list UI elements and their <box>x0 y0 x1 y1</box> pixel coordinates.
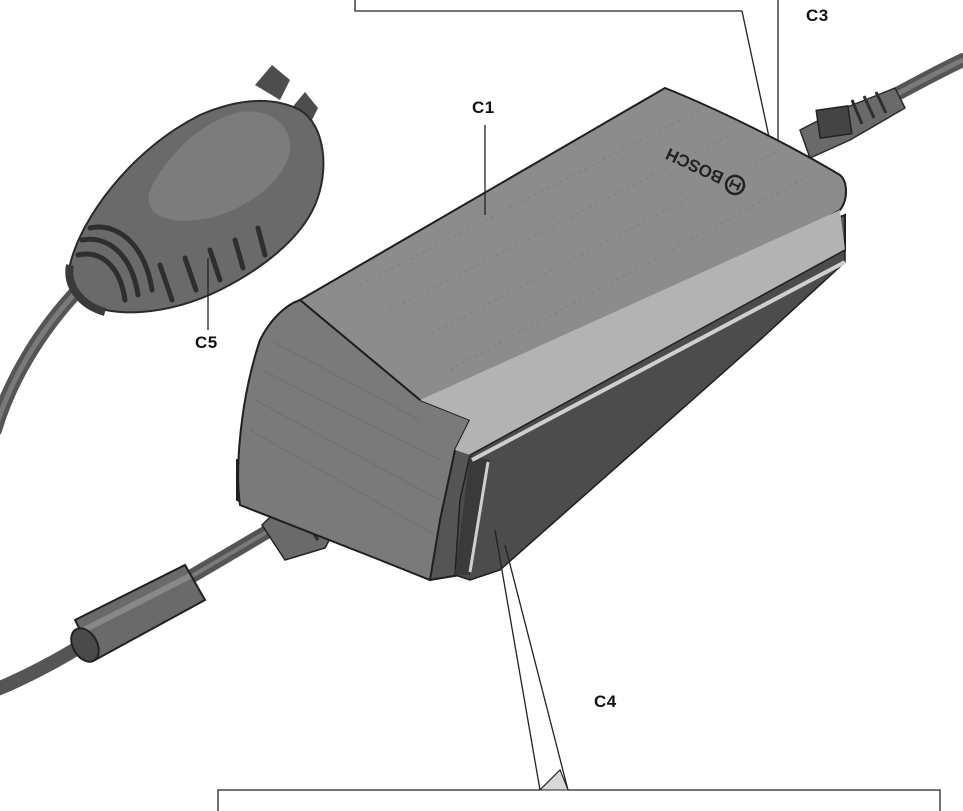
input-cable <box>0 487 347 696</box>
charger-body <box>236 86 847 582</box>
plug-cable <box>0 281 87 435</box>
output-strain-relief <box>799 87 906 160</box>
top-callout-lines <box>354 0 779 166</box>
mains-plug <box>65 65 325 316</box>
callout-leaders <box>207 125 569 791</box>
callout-c3: C3 <box>806 6 829 25</box>
callout-c4: C4 <box>594 692 617 711</box>
callout-c1: C1 <box>472 98 495 117</box>
callout-c5: C5 <box>195 333 218 352</box>
bottom-callout-frame <box>217 768 941 811</box>
